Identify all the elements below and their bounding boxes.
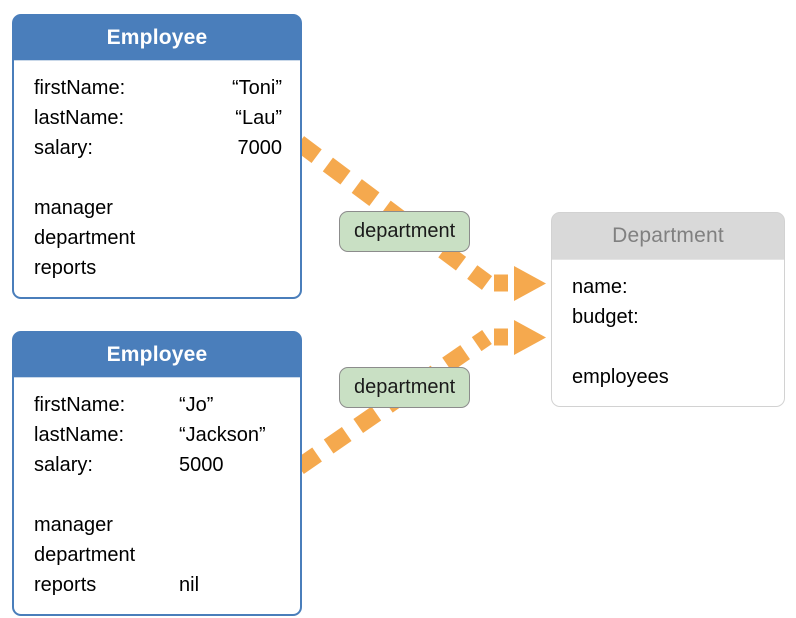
slot-key: reports bbox=[34, 257, 97, 279]
slot-row: lastName: “Lau” bbox=[14, 103, 300, 133]
slot-spacer bbox=[14, 163, 300, 193]
slot-row: manager bbox=[14, 510, 300, 540]
slot-value: “Toni” bbox=[231, 77, 282, 99]
slot-row: salary: 7000 bbox=[14, 133, 300, 163]
slot-spacer bbox=[552, 332, 784, 362]
slot-row: lastName: “Jackson” bbox=[14, 420, 300, 450]
slot-row: employees bbox=[552, 362, 784, 392]
slot-key: department bbox=[34, 544, 136, 566]
slot-key: firstName: bbox=[34, 77, 126, 99]
slot-spacer bbox=[14, 480, 300, 510]
object-header-employee-2: Employee bbox=[14, 333, 300, 377]
slot-row: reports nil bbox=[14, 570, 300, 600]
slot-value: 5000 bbox=[179, 454, 224, 476]
link-label-department-2[interactable]: department bbox=[339, 367, 471, 408]
object-body-employee-2: firstName: “Jo” lastName: “Jackson” sala… bbox=[14, 377, 300, 614]
slot-key: budget: bbox=[572, 306, 639, 328]
slot-value: 7000 bbox=[237, 137, 283, 159]
object-body-employee-1: firstName: “Toni” lastName: “Lau” salary… bbox=[14, 60, 300, 297]
slot-key: firstName: bbox=[34, 394, 126, 416]
object-box-department[interactable]: Department name: budget: employees bbox=[551, 212, 785, 407]
slot-key: manager bbox=[34, 197, 113, 219]
slot-key: salary: bbox=[34, 454, 93, 476]
object-header-department: Department bbox=[552, 213, 784, 259]
slot-list-department: name: budget: employees bbox=[552, 260, 784, 406]
slot-value: “Lau” bbox=[235, 107, 282, 129]
slot-row: name: bbox=[552, 272, 784, 302]
slot-value: “Jackson” bbox=[179, 424, 266, 446]
slot-row: firstName: “Toni” bbox=[14, 73, 300, 103]
slot-key: department bbox=[34, 227, 136, 249]
slot-key: salary: bbox=[34, 137, 93, 159]
slot-key: lastName: bbox=[34, 424, 125, 446]
slot-key: manager bbox=[34, 514, 113, 536]
object-body-department: name: budget: employees bbox=[552, 259, 784, 406]
slot-key: reports bbox=[34, 574, 97, 596]
slot-value: nil bbox=[179, 574, 200, 596]
slot-row: firstName: “Jo” bbox=[14, 390, 300, 420]
object-box-employee-2[interactable]: Employee firstName: “Jo” lastName: “Jack… bbox=[12, 331, 302, 616]
slot-row: manager bbox=[14, 193, 300, 223]
slot-row: salary: 5000 bbox=[14, 450, 300, 480]
object-header-employee-1: Employee bbox=[14, 16, 300, 60]
slot-row: department bbox=[14, 540, 300, 570]
slot-key: name: bbox=[572, 276, 628, 298]
link-label-department-1[interactable]: department bbox=[339, 211, 471, 252]
slot-list-employee-1: firstName: “Toni” lastName: “Lau” salary… bbox=[14, 61, 300, 297]
slot-row: reports bbox=[14, 253, 300, 283]
slot-row: department bbox=[14, 223, 300, 253]
object-box-employee-1[interactable]: Employee firstName: “Toni” lastName: “La… bbox=[12, 14, 302, 299]
slot-key: lastName: bbox=[34, 107, 125, 129]
slot-key: employees bbox=[572, 366, 669, 388]
slot-value: “Jo” bbox=[179, 394, 214, 416]
slot-row: budget: bbox=[552, 302, 784, 332]
slot-list-employee-2: firstName: “Jo” lastName: “Jackson” sala… bbox=[14, 378, 300, 614]
